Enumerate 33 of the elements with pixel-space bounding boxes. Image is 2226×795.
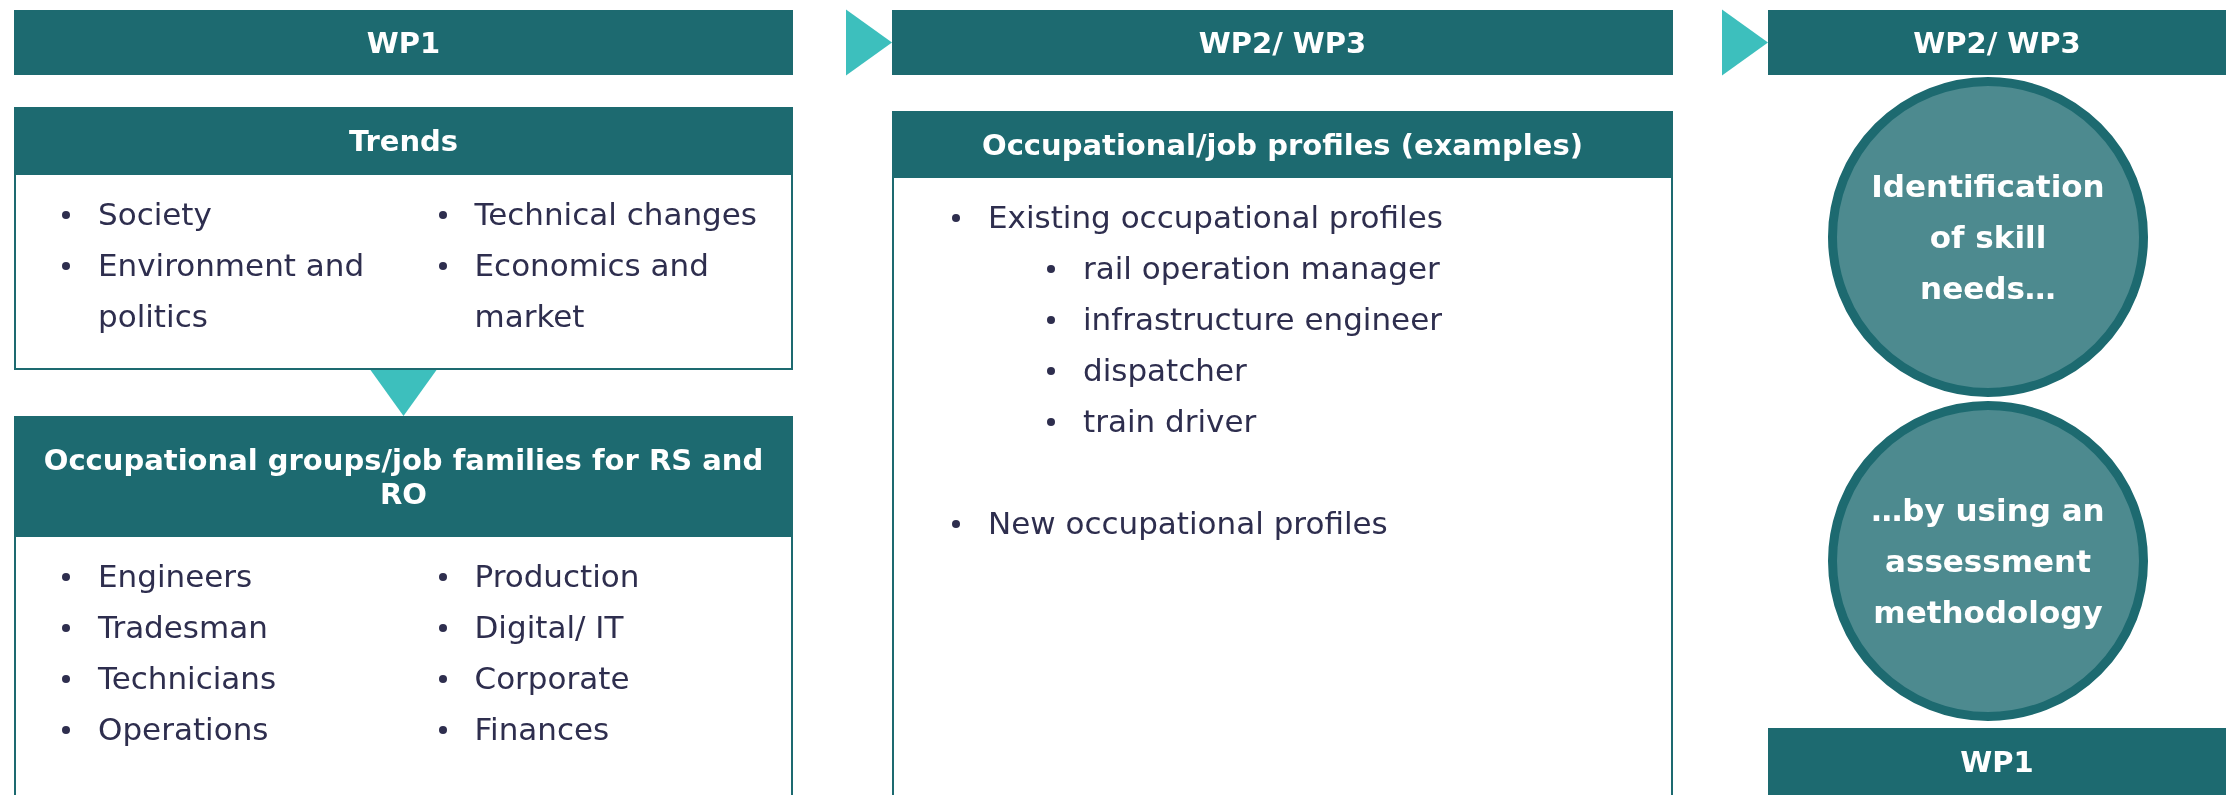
arrow: [846, 9, 892, 76]
content-box: [892, 111, 1673, 795]
bullet-text: Finances: [474, 711, 610, 747]
bullet-text: Corporate: [474, 660, 630, 696]
bullet-text: Society: [98, 196, 212, 232]
bullet-text: train driver: [1083, 403, 1257, 439]
bullet-text: Production: [474, 558, 640, 594]
bullet-text: Economics and market: [474, 247, 709, 334]
bullet-text: Operations: [98, 711, 269, 747]
arrow: [1722, 9, 1768, 76]
bullet-text: Tradesman: [98, 609, 268, 645]
bullet-text: New occupational profiles: [988, 505, 1388, 541]
header-bar: WP1: [14, 10, 793, 75]
bullet-text: infrastructure engineer: [1083, 301, 1442, 337]
box-heading: Occupational/job profiles (examples): [894, 111, 1671, 178]
bullet-text: dispatcher: [1083, 352, 1247, 388]
content-box: [14, 107, 793, 370]
header-bar: WP2/ WP3: [892, 10, 1673, 75]
circle-text: Identification of skill needs…: [1870, 166, 2106, 308]
bullet-text: Technicians: [98, 660, 277, 696]
circle-text: …by using an assessment methodology: [1870, 490, 2106, 632]
box-heading: Occupational groups/job families for RS and RO: [16, 416, 791, 537]
box-heading: Trends: [16, 107, 791, 175]
content-box: [14, 416, 793, 795]
arrow: [370, 370, 437, 416]
bullet-text: Engineers: [98, 558, 253, 594]
bullet-text: Digital/ IT: [474, 609, 624, 645]
header-bar: WP1: [1768, 728, 2226, 795]
bullet-text: Existing occupational profiles: [988, 199, 1443, 235]
bullet-text: Environment and politics: [98, 247, 365, 334]
header-bar: WP2/ WP3: [1768, 10, 2226, 75]
bullet-text: Technical changes: [474, 196, 757, 232]
bullet-text: rail operation manager: [1083, 250, 1440, 286]
